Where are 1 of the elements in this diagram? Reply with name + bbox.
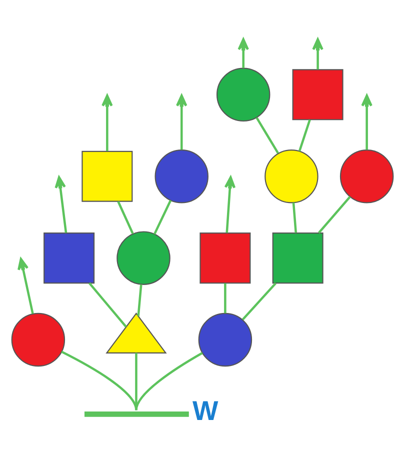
node-label: W <box>192 394 218 426</box>
